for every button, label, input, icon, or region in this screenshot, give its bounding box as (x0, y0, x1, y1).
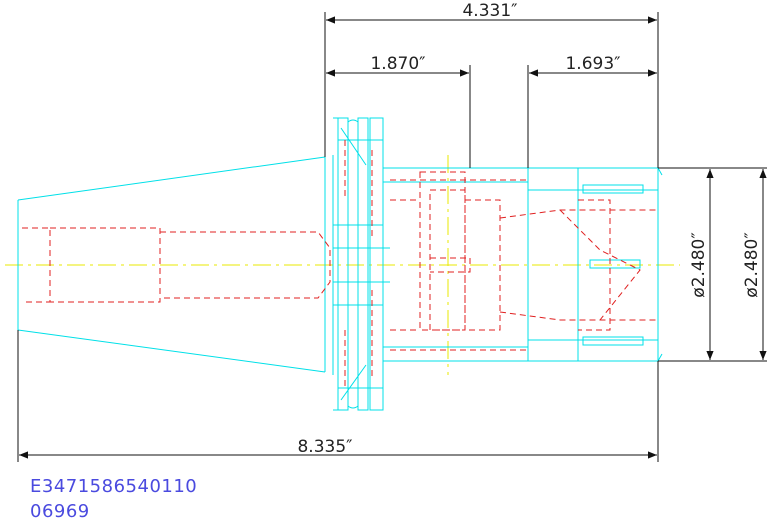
drawing-id: 06969 (30, 501, 90, 522)
dim-overall-top-label: 4.331″ (462, 1, 517, 21)
dim-flange-label: 1.870″ (370, 54, 425, 74)
extension-lines (17, 12, 767, 462)
taper-shank-outline (17, 155, 334, 375)
dim-diameter-inner-label: ø2.480″ (689, 232, 709, 297)
body-nose-outline (382, 167, 663, 362)
dim-nose-label: 1.693″ (565, 54, 620, 74)
centerline (5, 155, 680, 375)
dim-diameter-outer-label: ø2.480″ (742, 232, 762, 297)
flange-outline (333, 117, 390, 411)
dim-overall-bottom-label: 8.335″ (297, 437, 352, 457)
dimension-lines (19, 16, 767, 459)
part-number: E3471586540110 (30, 476, 198, 497)
hidden-features (22, 140, 658, 388)
